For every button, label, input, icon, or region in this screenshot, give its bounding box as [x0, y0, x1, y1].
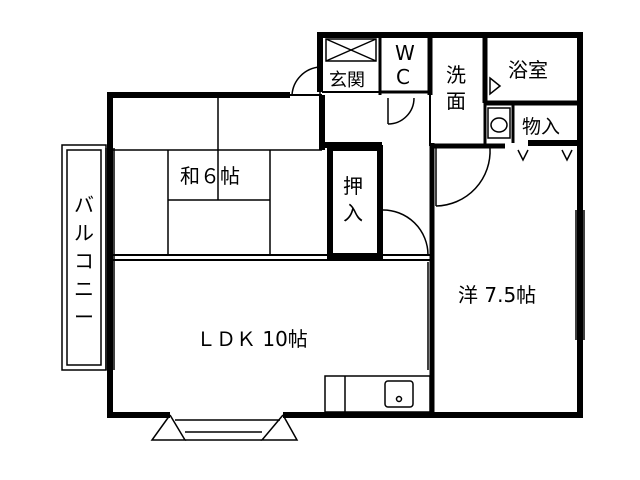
room-label-oshiire-2: 入 — [343, 201, 363, 225]
bay-window — [150, 414, 299, 441]
room-label-balcony-2: ル — [74, 221, 94, 245]
room-label-oshiire-1: 押 — [343, 174, 363, 198]
room-label-senmen-2: 面 — [446, 89, 466, 113]
room-label-balcony-1: バ — [74, 193, 94, 217]
room-label-wc-1: W — [395, 41, 415, 65]
room-label-washitsu: 和６帖 — [180, 164, 240, 188]
genkan-storage — [325, 38, 377, 62]
doors — [291, 66, 491, 256]
room-label-ldk: ＬＤＫ 10帖 — [196, 327, 308, 351]
fixtures — [487, 76, 573, 162]
outer-walls — [107, 32, 583, 418]
room-label-genkan: 玄関 — [329, 70, 365, 91]
room-label-yokushitsu: 浴室 — [508, 58, 548, 82]
room-label-youshitsu: 洋 7.5帖 — [458, 283, 536, 307]
room-label-balcony-3: コ — [74, 249, 94, 273]
room-label-monoire: 物入 — [522, 116, 560, 138]
room-label-balcony-5: ー — [74, 305, 94, 329]
room-label-wc-2: C — [396, 65, 410, 89]
kitchen-counter — [324, 375, 431, 413]
room-label-senmen-1: 洗 — [446, 63, 466, 87]
room-label-balcony-4: ニ — [74, 277, 94, 301]
interior-walls — [113, 35, 580, 415]
balcony — [61, 144, 107, 371]
